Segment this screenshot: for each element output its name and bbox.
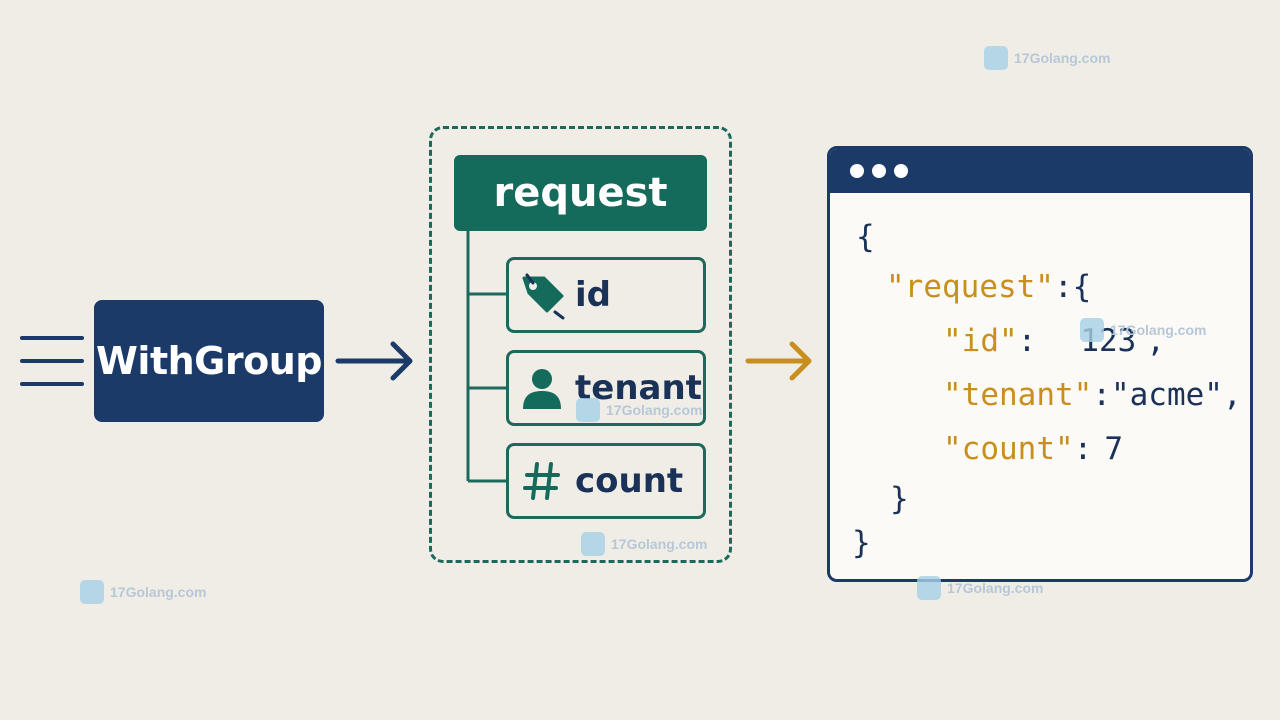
withgroup-label: WithGroup	[96, 339, 322, 383]
watermark: 17Golang.com	[80, 580, 206, 604]
json-key: "request"	[886, 269, 1054, 305]
group-name: request	[493, 170, 668, 216]
watermark-logo-icon	[1080, 318, 1104, 342]
json-line-open: {	[856, 219, 875, 255]
field-id: id	[506, 257, 706, 333]
watermark-logo-icon	[917, 576, 941, 600]
window-title-bar	[830, 149, 1250, 193]
json-line-count: "count":7	[943, 431, 1123, 467]
watermark: 17Golang.com	[576, 398, 702, 422]
watermark-logo-icon	[581, 532, 605, 556]
withgroup-box: WithGroup	[94, 300, 324, 422]
field-label: id	[575, 275, 611, 315]
tag-icon	[509, 270, 575, 320]
watermark-logo-icon	[576, 398, 600, 422]
json-line-tenant: "tenant":"acme",	[943, 377, 1242, 413]
hash-icon	[509, 460, 575, 502]
json-key: "tenant"	[943, 377, 1093, 413]
person-icon	[509, 365, 575, 411]
json-value: "acme"	[1110, 377, 1223, 413]
json-key: "count"	[943, 431, 1074, 467]
json-key: "id"	[943, 323, 1018, 359]
field-count: count	[506, 443, 706, 519]
json-value: 7	[1104, 431, 1123, 467]
arrow-right-icon	[745, 341, 812, 381]
window-dot-icon	[894, 164, 908, 178]
json-output-window: { "request":{ "id":123, "tenant":"acme",…	[827, 146, 1253, 582]
watermark: 17Golang.com	[581, 532, 707, 556]
watermark-logo-icon	[80, 580, 104, 604]
group-header: request	[454, 155, 707, 231]
watermark: 17Golang.com	[984, 46, 1110, 70]
field-label: count	[575, 461, 684, 501]
json-line-close: }	[852, 525, 871, 561]
watermark: 17Golang.com	[917, 576, 1043, 600]
group-frame	[429, 126, 732, 563]
window-dot-icon	[872, 164, 886, 178]
window-dot-icon	[850, 164, 864, 178]
json-line-group-close: }	[890, 481, 909, 517]
watermark-logo-icon	[984, 46, 1008, 70]
json-line-group: "request":{	[886, 269, 1092, 305]
watermark: 17Golang.com	[1080, 318, 1206, 342]
tree-connector	[466, 231, 506, 483]
arrow-right-icon	[335, 341, 413, 381]
